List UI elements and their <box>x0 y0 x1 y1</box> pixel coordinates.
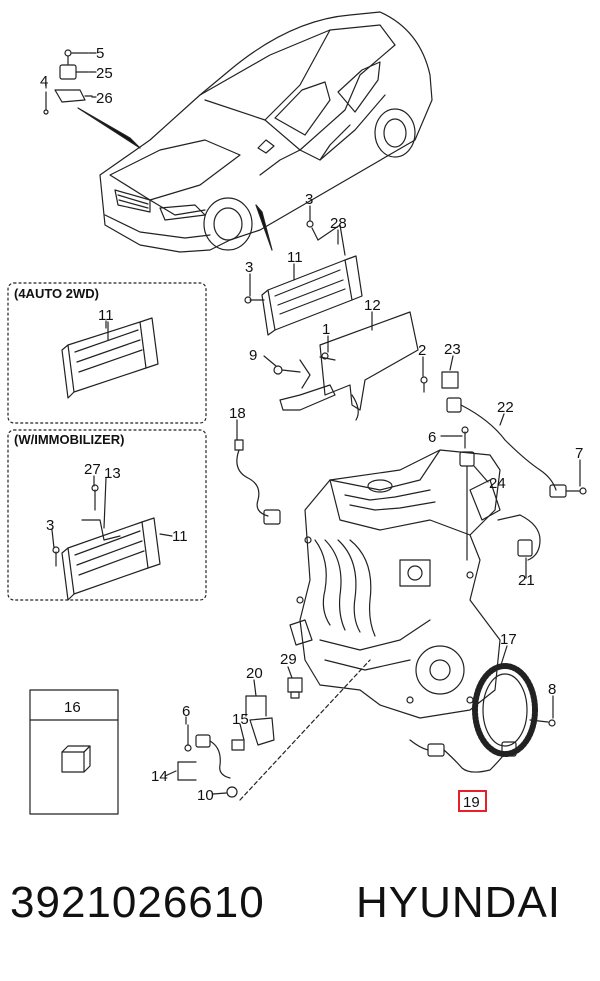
highlight-frame <box>458 790 487 812</box>
callout-24: 24 <box>489 475 506 492</box>
callout-27: 27 <box>84 461 101 478</box>
immobilizer-box <box>7 429 207 601</box>
callout-22: 22 <box>497 399 514 416</box>
callout-21: 21 <box>518 572 535 589</box>
ring-gear <box>472 663 538 757</box>
callout-11-auto: 11 <box>98 307 114 324</box>
callout-3-immob: 3 <box>46 517 54 534</box>
callout-12: 12 <box>364 297 381 314</box>
callout-15: 15 <box>232 711 249 728</box>
callout-23: 23 <box>444 341 461 358</box>
sensor-24 <box>459 426 475 561</box>
car-illustration <box>99 11 433 253</box>
sensor-22 <box>446 397 587 498</box>
callout-6-sensor: 6 <box>428 429 436 446</box>
callout-9: 9 <box>249 347 257 364</box>
callout-5: 5 <box>96 45 104 62</box>
sensor-bracket-group <box>43 49 93 115</box>
sensor-18 <box>234 439 281 525</box>
callout-2: 2 <box>418 342 426 359</box>
callout-29: 29 <box>280 651 297 668</box>
callout-10: 10 <box>197 787 214 804</box>
callout-11-immob: 11 <box>172 528 188 545</box>
callout-18: 18 <box>229 405 246 422</box>
knock-sensor-group <box>184 695 275 798</box>
callout-19: 19 <box>463 794 480 811</box>
brand-name: HYUNDAI <box>356 878 562 927</box>
callout-28: 28 <box>330 215 347 232</box>
callout-6-knock: 6 <box>182 703 190 720</box>
sensor-29 <box>287 677 303 699</box>
sensor-21 <box>497 514 541 561</box>
callout-8: 8 <box>548 681 556 698</box>
auto-2wd-box <box>7 282 207 424</box>
engine-block <box>289 449 501 719</box>
callout-3-ecu-left: 3 <box>245 259 253 276</box>
callout-25: 25 <box>96 65 113 82</box>
part-number: 3921026610 <box>10 878 265 927</box>
callout-4: 4 <box>40 73 48 90</box>
ecu-main <box>244 220 363 336</box>
callout-26: 26 <box>96 90 113 107</box>
callout-17: 17 <box>500 631 517 648</box>
callout-20: 20 <box>246 665 263 682</box>
callout-3-ecu-top: 3 <box>305 191 313 208</box>
callout-13: 13 <box>104 465 121 482</box>
callout-1: 1 <box>322 321 330 338</box>
callout-7: 7 <box>575 445 583 462</box>
callout-11-main: 11 <box>287 249 303 266</box>
callout-16: 16 <box>64 699 81 716</box>
crankshaft-position-sensor <box>409 739 517 773</box>
ecu-bracket <box>273 311 428 421</box>
box-title-immobilizer: (W/IMMOBILIZER) <box>14 432 124 447</box>
callout-14: 14 <box>151 768 168 785</box>
box-title-4auto: (4AUTO 2WD) <box>14 286 99 301</box>
part-16-box <box>29 689 119 815</box>
